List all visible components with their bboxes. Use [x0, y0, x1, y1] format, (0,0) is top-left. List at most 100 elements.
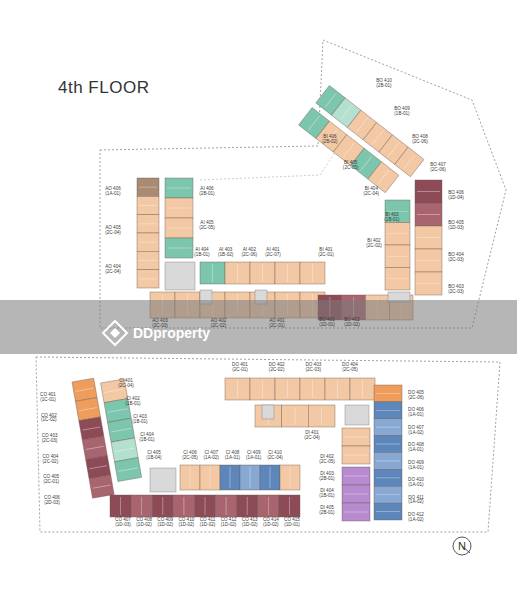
- wing: [299, 86, 424, 199]
- unit-label: DO 408 (1A-01): [406, 443, 427, 453]
- unit: [137, 233, 159, 251]
- unit-label: DO 412 (1A-02): [406, 513, 427, 523]
- unit-label: AI 403 (1B-02): [215, 248, 236, 258]
- unit-strip: [374, 385, 402, 520]
- room-wall: [376, 460, 400, 461]
- unit: [385, 268, 410, 291]
- unit: [250, 378, 275, 400]
- unit: [200, 262, 225, 284]
- unit-label: CO 403 (2C-03): [39, 434, 60, 444]
- room-wall: [417, 214, 440, 215]
- room-wall: [162, 497, 163, 515]
- compass: [453, 537, 471, 555]
- unit-label: AI 401 (2C-07): [263, 248, 284, 258]
- unit-label: CI 403 (1B-01): [130, 415, 151, 425]
- unit-label: CO 412 (1D-02): [218, 518, 239, 528]
- unit-label: AO 406 (1A-01): [103, 187, 124, 197]
- room-wall: [139, 242, 157, 243]
- unit: [415, 203, 442, 226]
- unit: [137, 196, 159, 214]
- unit-label: DI 405 (2B-01): [317, 506, 338, 516]
- unit: [82, 436, 107, 459]
- unit-label: BO 401 (1D-01): [317, 318, 338, 328]
- unit: [258, 495, 279, 517]
- unit: [280, 465, 300, 490]
- unit-label: DO 411 (1A-02): [406, 496, 427, 506]
- unit-label: CO 414 (1D-02): [260, 518, 281, 528]
- unit-strip: [342, 467, 370, 521]
- unit: [237, 495, 258, 517]
- unit: [255, 405, 282, 427]
- room-wall: [387, 233, 408, 234]
- unit-label: CI 409 (1A-01): [243, 451, 264, 461]
- stair-core: [150, 468, 176, 492]
- unit-strip: [225, 378, 375, 400]
- room-wall: [183, 497, 184, 515]
- room-wall: [376, 511, 400, 512]
- unit: [180, 465, 200, 490]
- unit: [275, 378, 300, 400]
- unit: [216, 495, 237, 517]
- unit-label: AO 404 (2C-04): [103, 265, 124, 275]
- room-wall: [376, 393, 400, 394]
- room-wall: [344, 476, 368, 477]
- unit-label: DI 403 (2B-01): [317, 472, 338, 482]
- unit-label: BO 405 (1D-03): [446, 221, 467, 231]
- unit: [308, 405, 335, 427]
- room-wall: [309, 116, 320, 130]
- stair-core: [345, 405, 369, 425]
- unit-label: BI 406 (2B-02): [320, 135, 341, 145]
- room-wall: [89, 466, 107, 469]
- unit-label: BI 405 (2C-05): [340, 161, 361, 171]
- room-wall: [167, 228, 191, 229]
- room-wall: [237, 264, 238, 282]
- room-wall: [341, 106, 352, 120]
- room-wall: [321, 407, 322, 425]
- room-wall: [118, 468, 138, 471]
- watermark-logo: [110, 328, 120, 338]
- site-boundary: [36, 357, 500, 532]
- unit: [75, 398, 100, 421]
- unit: [275, 262, 300, 284]
- unit-label: AO 401 (2C-01): [267, 319, 288, 329]
- unit: [137, 215, 159, 233]
- room-wall: [287, 380, 288, 398]
- unit-label: CI 401 (2C-04): [116, 379, 137, 389]
- room-wall: [111, 428, 131, 431]
- unit-label: CO 404 (2C-02): [40, 455, 61, 465]
- unit: [342, 467, 370, 485]
- unit: [225, 378, 250, 400]
- unit: [115, 458, 142, 482]
- unit: [385, 223, 410, 246]
- unit: [225, 262, 250, 284]
- unit: [342, 446, 370, 464]
- unit-label: CO 410 (1D-02): [176, 518, 197, 528]
- room-wall: [362, 380, 363, 398]
- unit-strip: [180, 465, 300, 490]
- unit-label: BI 402 (2C-02): [364, 239, 385, 249]
- unit: [325, 378, 350, 400]
- unit: [374, 486, 402, 503]
- unit: [250, 262, 275, 284]
- room-wall: [376, 410, 400, 411]
- room-wall: [86, 446, 104, 449]
- unit-label: CO 405 (2C-01): [41, 476, 62, 486]
- unit: [173, 495, 194, 517]
- unit-label: CI 402 (1B-01): [123, 397, 144, 407]
- room-wall: [417, 237, 440, 238]
- unit-label: DO 405 (2C-06): [406, 391, 427, 401]
- unit-label: CI 404 (1B-01): [137, 433, 158, 443]
- unit: [260, 465, 280, 490]
- unit: [415, 272, 442, 295]
- unit: [415, 249, 442, 272]
- room-wall: [372, 130, 383, 144]
- unit-label: DO 401 (2C-01): [230, 363, 251, 373]
- unit-label: CI 408 (1A-01): [222, 451, 243, 461]
- unit: [79, 417, 104, 440]
- unit-label: CI 406 (2C-05): [180, 451, 201, 461]
- room-wall: [417, 260, 440, 261]
- unit: [385, 245, 410, 268]
- unit: [194, 495, 215, 517]
- unit-label: AO 405 (2C-04): [103, 226, 124, 236]
